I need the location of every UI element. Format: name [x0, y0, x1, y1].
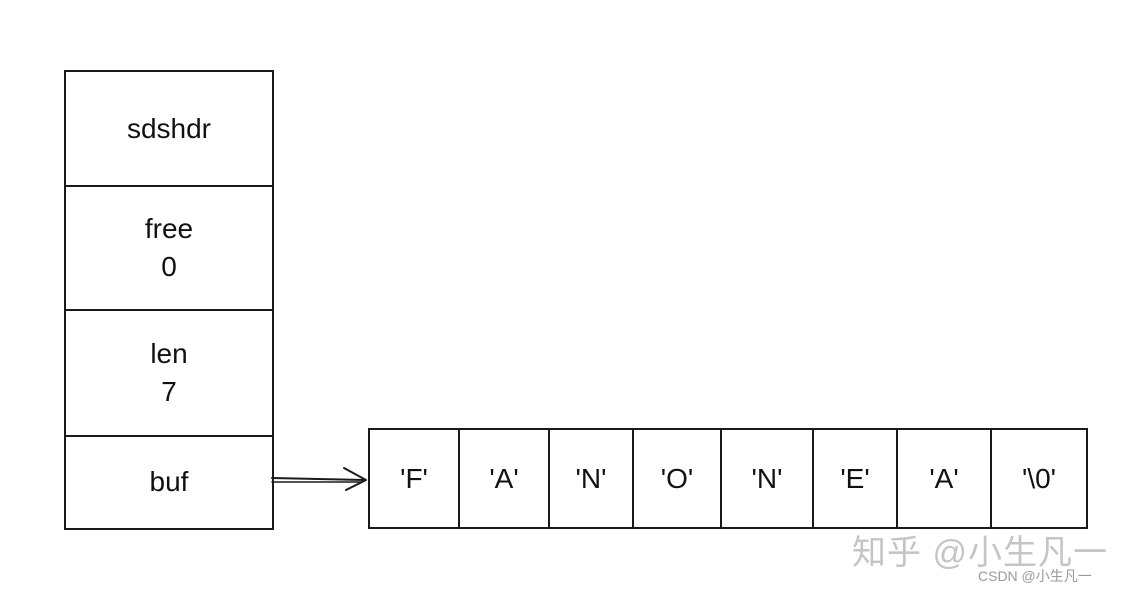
len-field-value: 7 [161, 376, 177, 407]
buf-char-cell: 'A' [898, 430, 992, 527]
buf-char-cell: 'O' [634, 430, 722, 527]
buf-char-cell: 'N' [722, 430, 814, 527]
buf-char: 'A' [929, 462, 959, 494]
buf-char-cell: 'E' [814, 430, 898, 527]
struct-divider [64, 435, 274, 437]
buf-char-cell: 'F' [370, 430, 460, 527]
struct-header-label: sdshdr [126, 113, 212, 144]
free-field-value: 0 [161, 251, 177, 282]
len-field-cell: len 7 [64, 310, 274, 436]
buf-field-cell: buf [64, 436, 274, 530]
buf-char-cell: 'A' [460, 430, 550, 527]
struct-divider [64, 185, 274, 187]
csdn-watermark: CSDN @小生凡一 [978, 568, 1092, 584]
sdshdr-struct: sdshdr free 0 len 7 buf [64, 70, 274, 530]
buf-char-cell: 'N' [550, 430, 634, 527]
struct-divider [64, 309, 274, 311]
buf-char: 'O' [660, 462, 694, 494]
buf-char: '\0' [1021, 462, 1057, 494]
zhihu-watermark: 知乎 @小生凡一 [852, 534, 1108, 572]
struct-header-cell: sdshdr [64, 70, 274, 186]
buf-char: 'E' [840, 462, 870, 494]
buf-field-label: buf [149, 466, 189, 497]
free-field-label: free [144, 213, 194, 244]
buf-char-array: 'F' 'A' 'N' 'O' 'N' 'E' 'A' '\0' [368, 428, 1088, 529]
free-field-cell: free 0 [64, 186, 274, 310]
buf-char-cell: '\0' [992, 430, 1086, 527]
buf-char: 'N' [751, 462, 783, 494]
buf-char: 'A' [489, 462, 519, 494]
len-field-label: len [150, 338, 188, 369]
buf-char: 'F' [400, 462, 428, 494]
buf-char: 'N' [575, 462, 607, 494]
buf-pointer-arrow [271, 467, 367, 491]
